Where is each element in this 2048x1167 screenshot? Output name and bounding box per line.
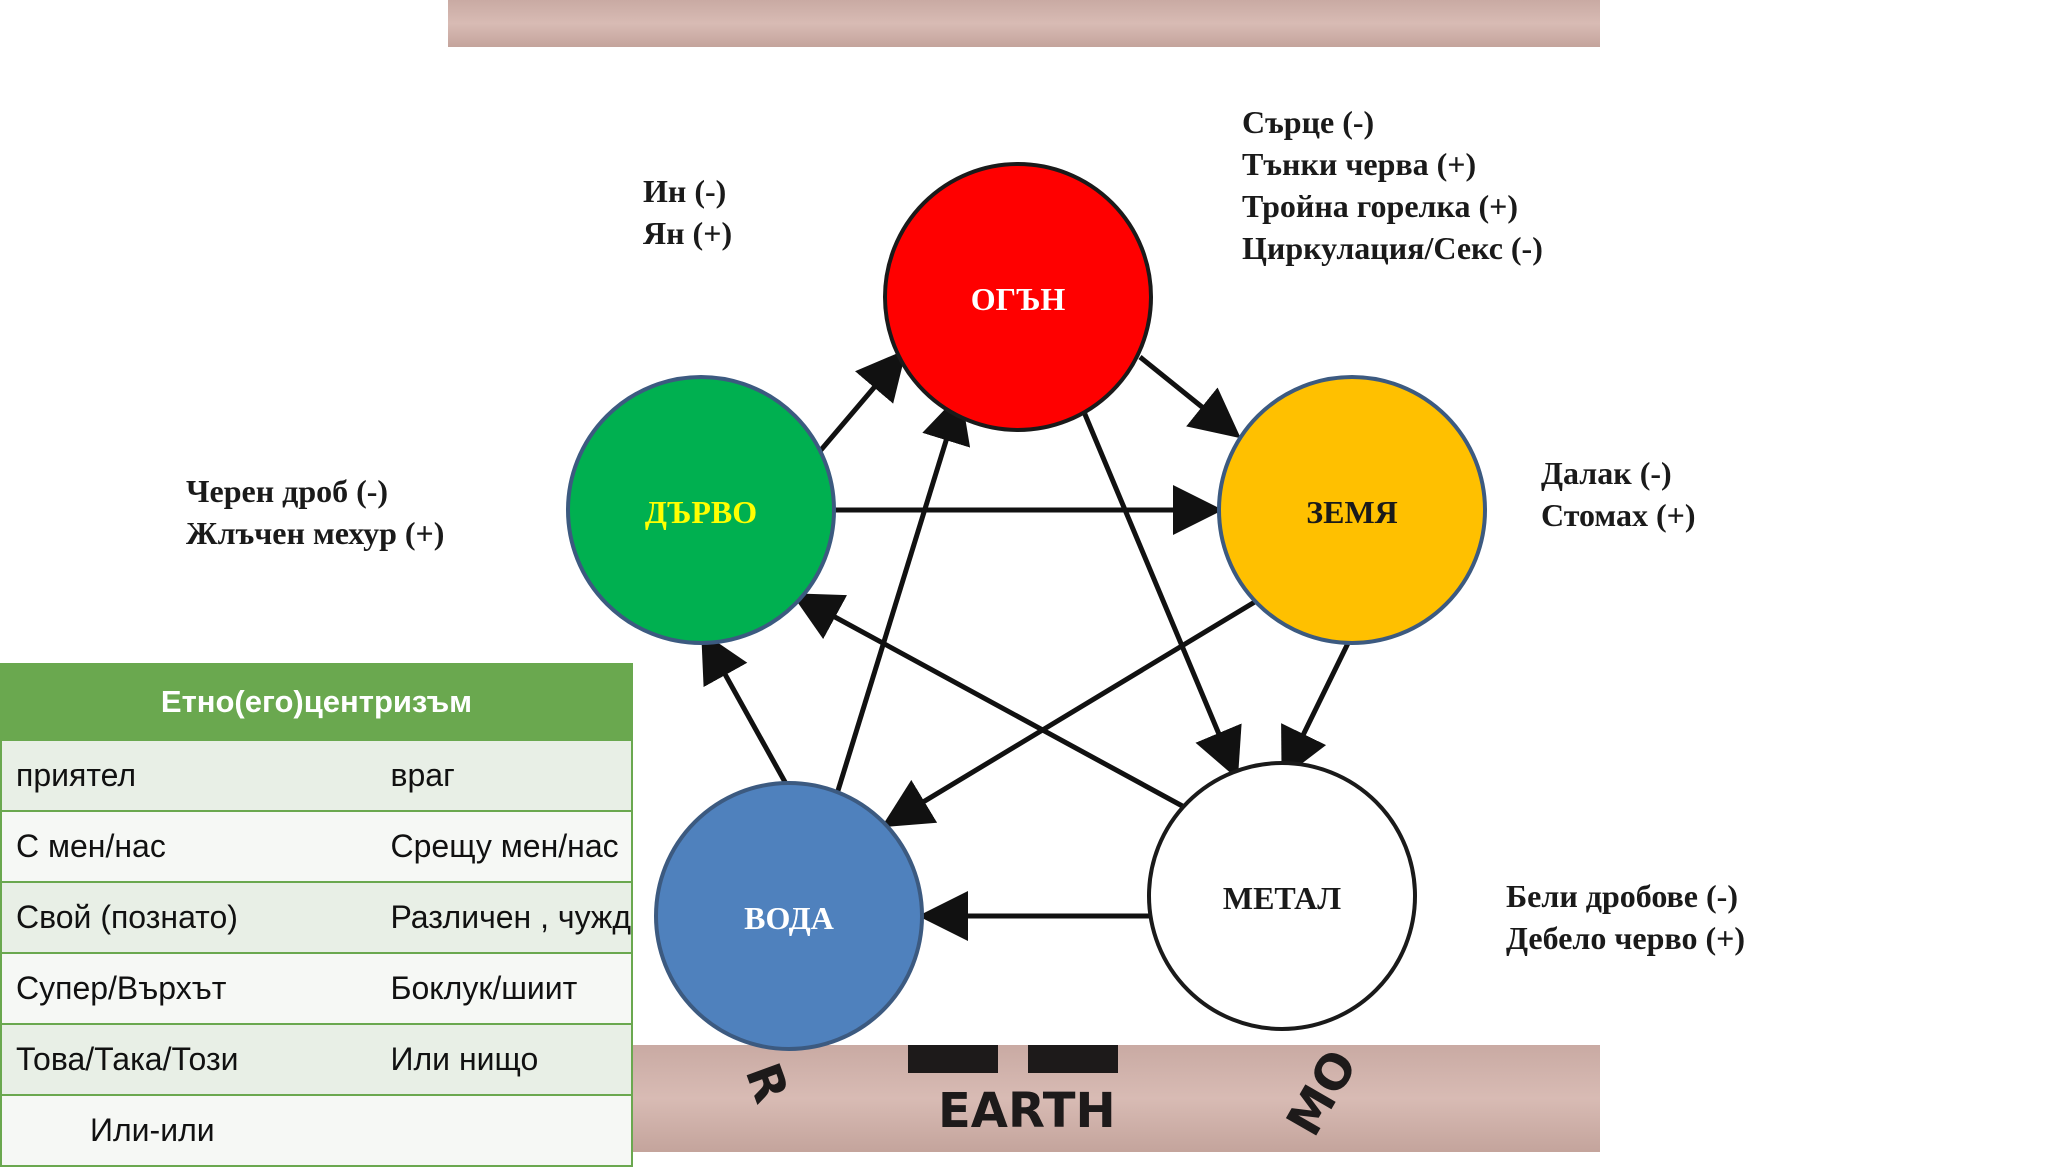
table-cell: приятел — [0, 739, 377, 812]
wood-organ-2: Жлъчен мехур (+) — [186, 515, 445, 551]
table-cell: Това/Така/Този — [0, 1023, 377, 1096]
wood-organ-1: Черен дроб (-) — [186, 473, 389, 509]
fire-organ-2: Тънки черва (+) — [1242, 146, 1477, 182]
table-row: Това/Така/Този Или нищо — [0, 1023, 633, 1096]
table-cell: Или нищо — [376, 1023, 633, 1096]
table-header: Етно(его)центризъм — [0, 663, 633, 741]
background-photo-bottom: EARTH R MO — [448, 1045, 1600, 1152]
arrow-earth-to-water — [881, 597, 1260, 828]
table-cell: Срещу мен/нас — [376, 810, 633, 883]
fire-organs: Сърце (-) Тънки черва (+) Тройна горелка… — [1242, 101, 1543, 269]
table-row: Супер/Върхът Боклук/шиит — [0, 952, 633, 1025]
photo-dark-block — [908, 1045, 998, 1073]
table-cell: С мен/нас — [0, 810, 377, 883]
table-cell-empty — [376, 1094, 633, 1167]
table-cell: враг — [376, 739, 633, 812]
ethnocentrism-table: Етно(его)центризъм приятел враг С мен/на… — [0, 663, 633, 1167]
table-row: С мен/нас Срещу мен/нас — [0, 810, 633, 883]
table-cell: Или-или — [0, 1094, 377, 1167]
table-cell: Супер/Върхът — [0, 952, 377, 1025]
metal-label: МЕТАЛ — [1223, 880, 1341, 916]
arrow-wood-to-fire — [813, 349, 907, 459]
table-cell: Различен , чужд — [376, 881, 633, 954]
metal-organ-1: Бели дробове (-) — [1506, 878, 1738, 914]
arrow-earth-to-metal — [1281, 633, 1355, 779]
arrow-water-to-fire — [829, 392, 971, 811]
arrow-fire-to-metal — [1081, 411, 1242, 780]
yin-yang-legend: Ин (-) Ян (+) — [643, 170, 732, 254]
metal-organs: Бели дробове (-) Дебело черво (+) — [1506, 875, 1745, 959]
yin-label: Ин (-) — [643, 173, 727, 209]
wood-circle — [566, 375, 836, 645]
table-row: Или-или — [0, 1094, 633, 1167]
background-photo-top — [448, 0, 1600, 47]
yang-label: Ян (+) — [643, 215, 733, 251]
table-cell: Свой (познато) — [0, 881, 377, 954]
table-row: Свой (познато) Различен , чужд — [0, 881, 633, 954]
earth-organs: Далак (-) Стомах (+) — [1541, 452, 1696, 536]
table-cell: Боклук/шиит — [376, 952, 633, 1025]
fire-organ-1: Сърце (-) — [1242, 104, 1375, 140]
table-row: приятел враг — [0, 739, 633, 812]
wood-organs: Черен дроб (-) Жлъчен мехур (+) — [186, 470, 444, 554]
arrow-metal-to-wood — [791, 593, 1188, 811]
metal-organ-2: Дебело черво (+) — [1506, 920, 1745, 956]
earth-circle — [1217, 375, 1487, 645]
fire-organ-3: Тройна горелка (+) — [1242, 188, 1518, 224]
arrows-group — [701, 349, 1355, 941]
arrow-fire-to-earth — [1138, 355, 1241, 439]
fire-label: ОГЪН — [971, 281, 1066, 317]
wood-label: ДЪРВО — [645, 494, 757, 530]
arrow-water-to-wood — [701, 631, 793, 793]
photo-dark-block — [1028, 1045, 1118, 1073]
earth-organ-1: Далак (-) — [1541, 455, 1672, 491]
earth-label: ЗЕМЯ — [1306, 494, 1398, 530]
photo-earth-text: EARTH — [938, 1083, 1116, 1139]
metal-circle — [1147, 761, 1417, 1031]
water-label: ВОДА — [744, 900, 834, 936]
earth-organ-2: Стомах (+) — [1541, 497, 1696, 533]
fire-circle — [883, 162, 1153, 432]
fire-organ-4: Циркулация/Секс (-) — [1242, 230, 1543, 266]
water-circle — [654, 781, 924, 1051]
